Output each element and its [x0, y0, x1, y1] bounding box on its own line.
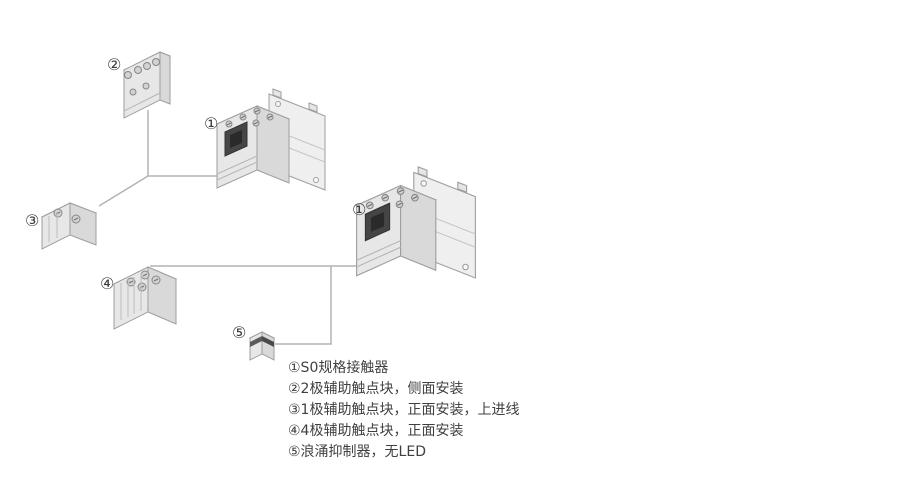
- legend-item-contactor: ①S0规格接触器: [288, 360, 389, 376]
- legend-item-aux-4pole: ④4极辅助触点块，正面安装: [288, 423, 464, 439]
- callout-surge-suppressor: ⑤: [232, 323, 247, 342]
- callout-aux-1pole: ③: [25, 211, 40, 230]
- contactor-2-illustration: [356, 166, 476, 279]
- callout-contactor-1: ①: [204, 114, 219, 133]
- legend: ①S0规格接触器 ②2极辅助触点块，侧面安装 ③1极辅助触点块，正面安装，上进线…: [288, 358, 519, 463]
- legend-item-aux-1pole: ③1极辅助触点块，正面安装，上进线: [288, 402, 520, 418]
- legend-item-aux-2pole: ②2极辅助触点块，侧面安装: [288, 381, 464, 397]
- callout-contactor-2: ①: [352, 200, 367, 219]
- contactor-1-illustration: [216, 88, 326, 191]
- aux-block-1pole-front-illustration: [40, 202, 98, 250]
- aux-block-2pole-side-illustration: [122, 51, 172, 119]
- surge-suppressor-illustration: [248, 331, 276, 361]
- legend-item-surge-suppressor: ⑤浪涌抑制器，无LED: [288, 444, 426, 460]
- connection-lines: [98, 110, 360, 345]
- callout-aux-4pole: ④: [100, 274, 115, 293]
- aux-block-4pole-front-illustration: [112, 266, 178, 330]
- callout-aux-2pole: ②: [107, 55, 122, 74]
